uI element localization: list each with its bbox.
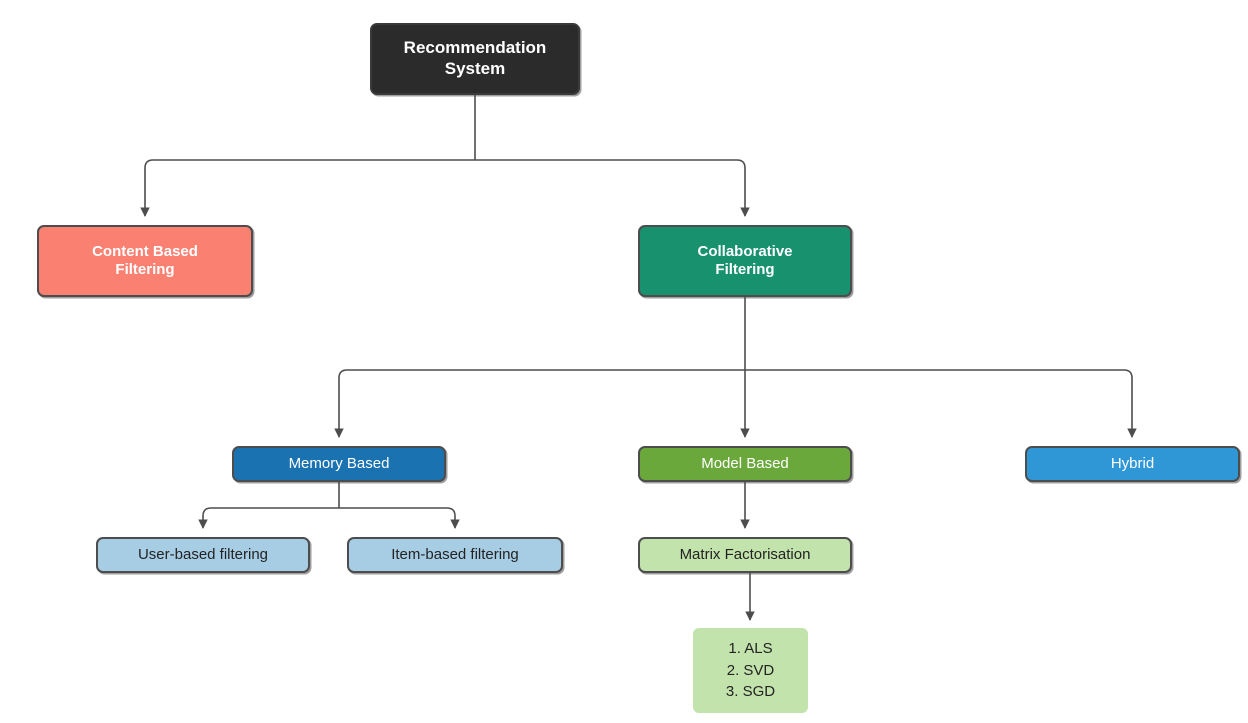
edge-root-to-content (140, 159, 475, 217)
node-recommendation-system[interactable]: Recommendation System (370, 23, 580, 95)
node-item-based-filtering[interactable]: Item-based filtering (347, 537, 563, 573)
node-user-based-filtering[interactable]: User-based filtering (96, 537, 310, 573)
edge-memory-to-userbased (198, 507, 339, 529)
node-label: Recommendation System (403, 38, 547, 78)
edge-collaborative-to-memory (334, 369, 745, 438)
node-label: Matrix Factorisation (679, 545, 811, 563)
node-label: User-based filtering (137, 545, 269, 563)
node-label: 1. ALS 2. SVD 3. SGD (725, 639, 776, 701)
node-collaborative-filtering[interactable]: Collaborative Filtering (638, 225, 852, 297)
node-label: Item-based filtering (391, 545, 519, 563)
edge-memory-to-itembased (339, 507, 460, 529)
node-label: Collaborative Filtering (697, 242, 793, 278)
edge-root-to-collaborative (475, 159, 750, 217)
node-label: Memory Based (288, 454, 390, 472)
node-memory-based[interactable]: Memory Based (232, 446, 446, 482)
node-model-based[interactable]: Model Based (638, 446, 852, 482)
node-content-based-filtering[interactable]: Content Based Filtering (37, 225, 253, 297)
node-label: Hybrid (1110, 454, 1155, 472)
node-label: Content Based Filtering (92, 242, 198, 278)
node-matrix-factorisation[interactable]: Matrix Factorisation (638, 537, 852, 573)
node-hybrid[interactable]: Hybrid (1025, 446, 1240, 482)
node-algorithms-list[interactable]: 1. ALS 2. SVD 3. SGD (693, 628, 808, 713)
edge-collaborative-to-hybrid (745, 369, 1137, 438)
node-label: Model Based (701, 454, 789, 472)
